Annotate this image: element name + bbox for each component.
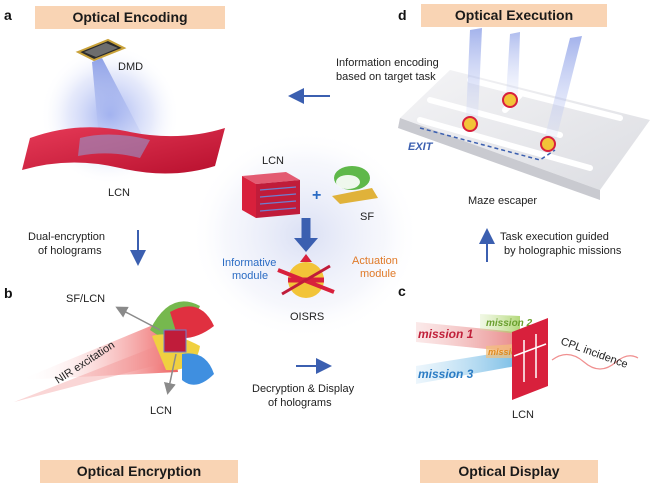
mission-2-label: mission 2 — [486, 318, 533, 329]
pointer-lcn — [163, 353, 177, 395]
dmd-label: DMD — [118, 61, 143, 73]
oisrs-label: OISRS — [290, 311, 324, 323]
escaper-robot-icons — [462, 92, 556, 152]
caption-right: Task execution guided by holographic mis… — [500, 231, 622, 257]
banner-optical-encoding: Optical Encoding — [35, 6, 225, 29]
lcn-square — [163, 329, 187, 353]
caption-left-line1: Dual-encryption — [28, 231, 105, 243]
dmd-chip-icon — [75, 38, 127, 62]
sf-lcn-label: SF/LCN — [66, 293, 105, 305]
caption-bottom-line1: Decryption & Display — [252, 383, 355, 395]
caption-bottom-line2: of holograms — [268, 397, 332, 409]
caption-left: Dual-encryption of holograms — [28, 231, 108, 257]
hologram-grid — [513, 334, 547, 382]
caption-left-line2: of holograms — [38, 245, 102, 257]
caption-top-line1: Information encoding — [336, 57, 439, 69]
caption-right-line1: Task execution guided — [500, 231, 609, 243]
banner-optical-encryption: Optical Encryption — [40, 460, 238, 483]
banner-optical-execution: Optical Execution — [421, 4, 607, 27]
panel-d-illustration: EXIT Maze escaper — [398, 28, 650, 207]
maze-escaper-label: Maze escaper — [468, 195, 537, 207]
exit-label: EXIT — [408, 141, 434, 153]
panel-letter-a: a — [4, 7, 12, 23]
pointer-sf-lcn — [115, 306, 161, 331]
caption-bottom: Decryption & Display of holograms — [252, 383, 357, 409]
light-beam-3 — [544, 36, 582, 140]
lcn-label-a: LCN — [108, 187, 130, 199]
lcn-label-b: LCN — [150, 405, 172, 417]
sf-ribbon-icon — [332, 166, 378, 204]
panel-c-title: Optical Display — [458, 463, 559, 479]
light-beam-1 — [466, 28, 482, 118]
caption-top: Information encoding based on target tas… — [336, 57, 442, 83]
caption-top-line2: based on target task — [336, 71, 436, 83]
informative-line1: Informative — [222, 257, 276, 269]
maze-edge — [398, 118, 600, 200]
center-sf-label: SF — [360, 211, 374, 223]
sf-lcn-petals — [150, 301, 214, 385]
panel-a-title: Optical Encoding — [72, 9, 187, 25]
nir-beam-glow — [14, 340, 176, 402]
banner-optical-display: Optical Display — [420, 460, 598, 483]
mission-2-projection — [480, 314, 520, 334]
escape-path — [419, 127, 556, 161]
panel-letter-b: b — [4, 285, 13, 301]
informative-line2: module — [232, 270, 268, 282]
mission-3-label: mission 3 — [418, 367, 474, 381]
banner-bg — [421, 4, 607, 27]
lcn-display-film — [512, 318, 548, 400]
actuation-line2: module — [360, 268, 396, 280]
banner-bg — [35, 6, 225, 29]
mission-4-projection — [486, 344, 516, 358]
panel-letter-d: d — [398, 7, 407, 23]
nir-beam — [20, 318, 178, 380]
panel-a-illustration: DMD LCN — [22, 38, 225, 199]
lcn-label-c: LCN — [512, 409, 534, 421]
encoded-pattern — [78, 134, 150, 158]
oisrs-robot-icon — [277, 254, 335, 298]
mission-3-projection — [416, 350, 516, 384]
banner-bg — [40, 460, 238, 483]
panel-d-title: Optical Execution — [455, 7, 573, 23]
maze-floor — [400, 70, 650, 190]
center-lcn-label: LCN — [262, 155, 284, 167]
informative-module-label: Informative module — [222, 257, 279, 282]
panel-c-illustration: mission 1 mission 2 mission 3 mission 4 … — [416, 314, 639, 421]
actuation-module-label: Actuation module — [352, 255, 401, 280]
panel-b-title: Optical Encryption — [77, 463, 201, 479]
cpl-incidence-label: CPL incidence — [559, 336, 629, 371]
caption-right-line2: by holographic missions — [504, 245, 622, 257]
lcn-block-icon — [242, 172, 300, 218]
mission-1-label: mission 1 — [418, 327, 474, 341]
banner-bg — [420, 460, 598, 483]
plus-sign: + — [312, 187, 321, 204]
panel-b-illustration: SF/LCN NIR excitation LCN — [14, 293, 214, 417]
light-beam-2 — [506, 32, 520, 96]
cpl-wave — [551, 353, 639, 370]
actuation-line1: Actuation — [352, 255, 398, 267]
center-illustration: LCN + SF Informative module Actuation mo… — [190, 130, 420, 340]
assembly-arrow-head — [294, 238, 318, 252]
mission-4-label: mission 4 — [488, 347, 530, 357]
dmd-light-beam — [92, 58, 150, 150]
